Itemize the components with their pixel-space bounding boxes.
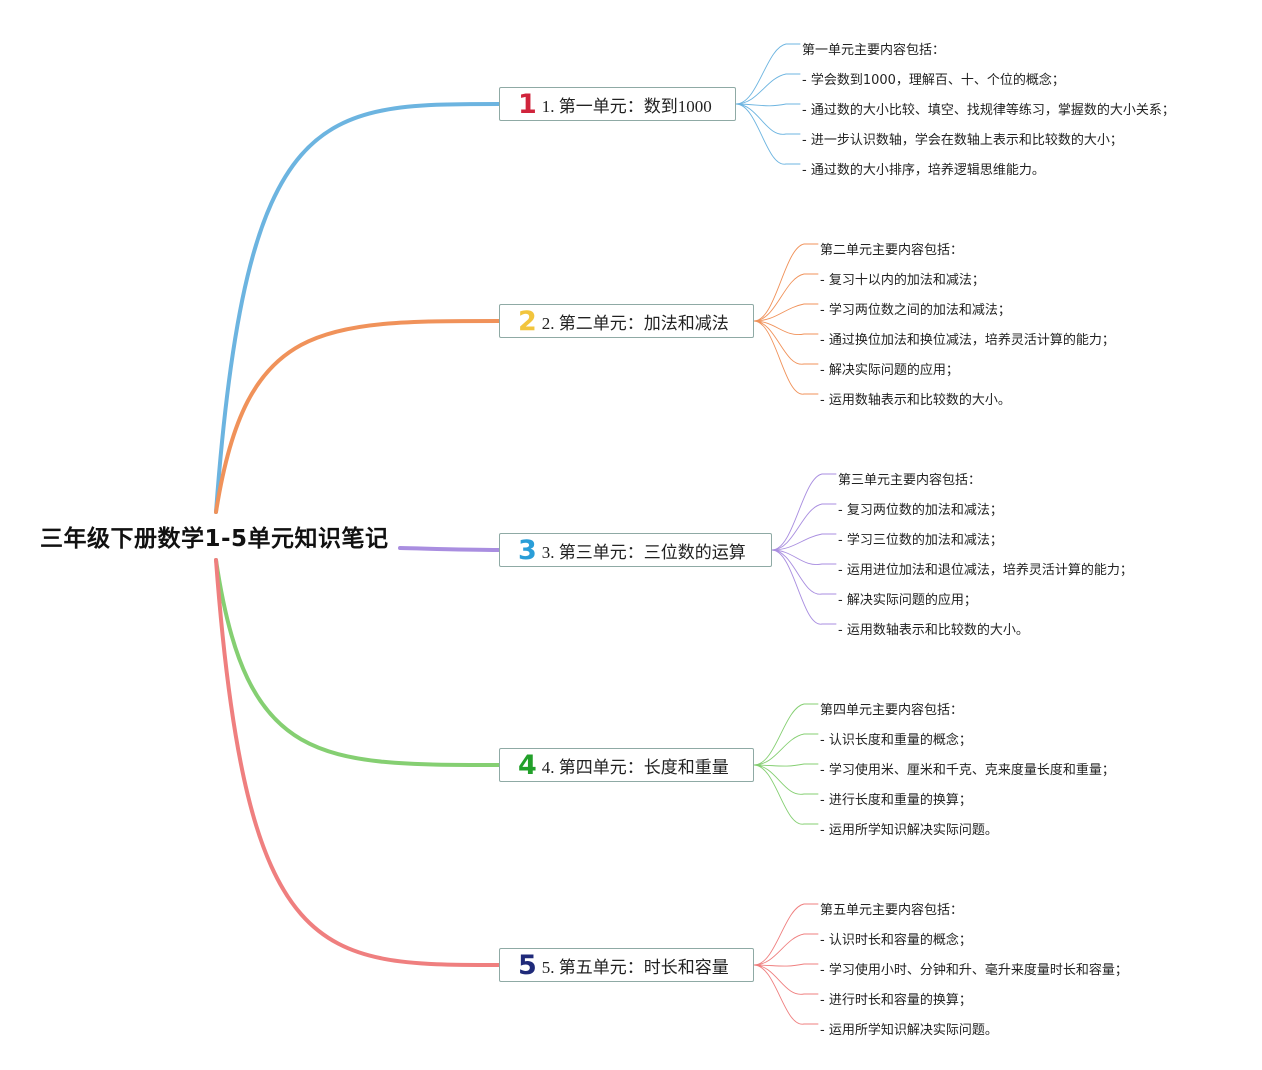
detail-item[interactable]: - 学习使用小时、分钟和升、毫升来度量时长和容量； (820, 963, 1128, 978)
detail-item[interactable]: - 学会数到1000，理解百、十、个位的概念； (802, 73, 1065, 88)
detail-item[interactable]: - 进行长度和重量的换算； (820, 793, 972, 808)
detail-connector (753, 964, 819, 1025)
detail-connector (735, 73, 801, 105)
detail-item[interactable]: - 通过数的大小比较、填空、找规律等练习，掌握数的大小关系； (802, 103, 1175, 118)
detail-connector (753, 273, 819, 322)
detail-item[interactable]: - 复习十以内的加法和减法； (820, 273, 985, 288)
branch-number-icon: 4 (518, 749, 537, 781)
detail-connector (753, 733, 819, 766)
detail-connector (753, 933, 819, 966)
detail-item[interactable]: - 解决实际问题的应用； (838, 593, 977, 608)
root-topic[interactable]: 三年级下册数学1-5单元知识笔记 (40, 526, 389, 552)
detail-connector (735, 43, 801, 105)
detail-item[interactable]: - 进一步认识数轴，学会在数轴上表示和比较数的大小； (802, 133, 1123, 148)
detail-connector (753, 320, 819, 336)
detail-connector (753, 764, 819, 795)
branch-number-icon: 3 (518, 534, 537, 566)
detail-connector (753, 303, 819, 322)
root-connector-3 (398, 546, 501, 552)
detail-connector (753, 243, 819, 322)
branch-label: 4. 第四单元：长度和重量 (541, 757, 729, 777)
branch-label: 2. 第二单元：加法和减法 (541, 313, 729, 333)
detail-item[interactable]: 第一单元主要内容包括： (802, 43, 946, 58)
detail-item[interactable]: - 学习三位数的加法和减法； (838, 533, 1003, 548)
detail-connector (771, 549, 837, 625)
branch-number-icon: 1 (518, 88, 537, 120)
detail-connector (753, 320, 819, 395)
detail-connector (753, 903, 819, 966)
detail-item[interactable]: - 运用所学知识解决实际问题。 (820, 1023, 998, 1038)
detail-connector (753, 763, 819, 767)
detail-item[interactable]: 第四单元主要内容包括： (820, 703, 964, 718)
root-connector-5 (214, 558, 501, 967)
detail-connector (735, 103, 801, 165)
detail-item[interactable]: - 认识长度和重量的概念； (820, 733, 972, 748)
detail-connector (771, 549, 837, 595)
detail-connector (771, 473, 837, 551)
root-connector-4 (214, 558, 501, 767)
detail-connector (753, 963, 819, 967)
detail-connector (753, 964, 819, 995)
detail-item[interactable]: - 通过数的大小排序，培养逻辑思维能力。 (802, 163, 1045, 178)
branch-number-icon: 2 (518, 305, 537, 337)
root-connector-1 (214, 102, 501, 514)
detail-item[interactable]: - 解决实际问题的应用； (820, 363, 959, 378)
detail-item[interactable]: - 进行时长和容量的换算； (820, 993, 972, 1008)
detail-connector (753, 703, 819, 766)
detail-connector (753, 320, 819, 365)
branch-label: 3. 第三单元：三位数的运算 (541, 542, 746, 562)
detail-item[interactable]: - 学习两位数之间的加法和减法； (820, 303, 1011, 318)
detail-connector (771, 533, 837, 551)
detail-item[interactable]: - 运用数轴表示和比较数的大小。 (820, 393, 1011, 408)
detail-item[interactable]: 第五单元主要内容包括： (820, 903, 964, 918)
detail-connector (753, 764, 819, 825)
detail-item[interactable]: - 认识时长和容量的概念； (820, 933, 972, 948)
detail-item[interactable]: - 运用进位加法和退位减法，培养灵活计算的能力； (838, 563, 1133, 578)
detail-item[interactable]: - 学习使用米、厘米和千克、克来度量长度和重量； (820, 763, 1115, 778)
detail-connector (735, 103, 801, 135)
detail-connector (735, 103, 801, 107)
detail-item[interactable]: - 复习两位数的加法和减法； (838, 503, 1003, 518)
detail-item[interactable]: - 运用所学知识解决实际问题。 (820, 823, 998, 838)
detail-connector (771, 503, 837, 551)
detail-connector (771, 549, 837, 565)
detail-item[interactable]: 第二单元主要内容包括： (820, 243, 964, 258)
branch-label: 1. 第一单元：数到1000 (541, 96, 712, 116)
branch-label: 5. 第五单元：时长和容量 (541, 957, 729, 977)
root-connector-2 (214, 319, 501, 514)
branch-number-icon: 5 (518, 949, 537, 981)
detail-item[interactable]: - 运用数轴表示和比较数的大小。 (838, 623, 1029, 638)
detail-item[interactable]: 第三单元主要内容包括： (838, 473, 982, 488)
detail-item[interactable]: - 通过换位加法和换位减法，培养灵活计算的能力； (820, 333, 1115, 348)
